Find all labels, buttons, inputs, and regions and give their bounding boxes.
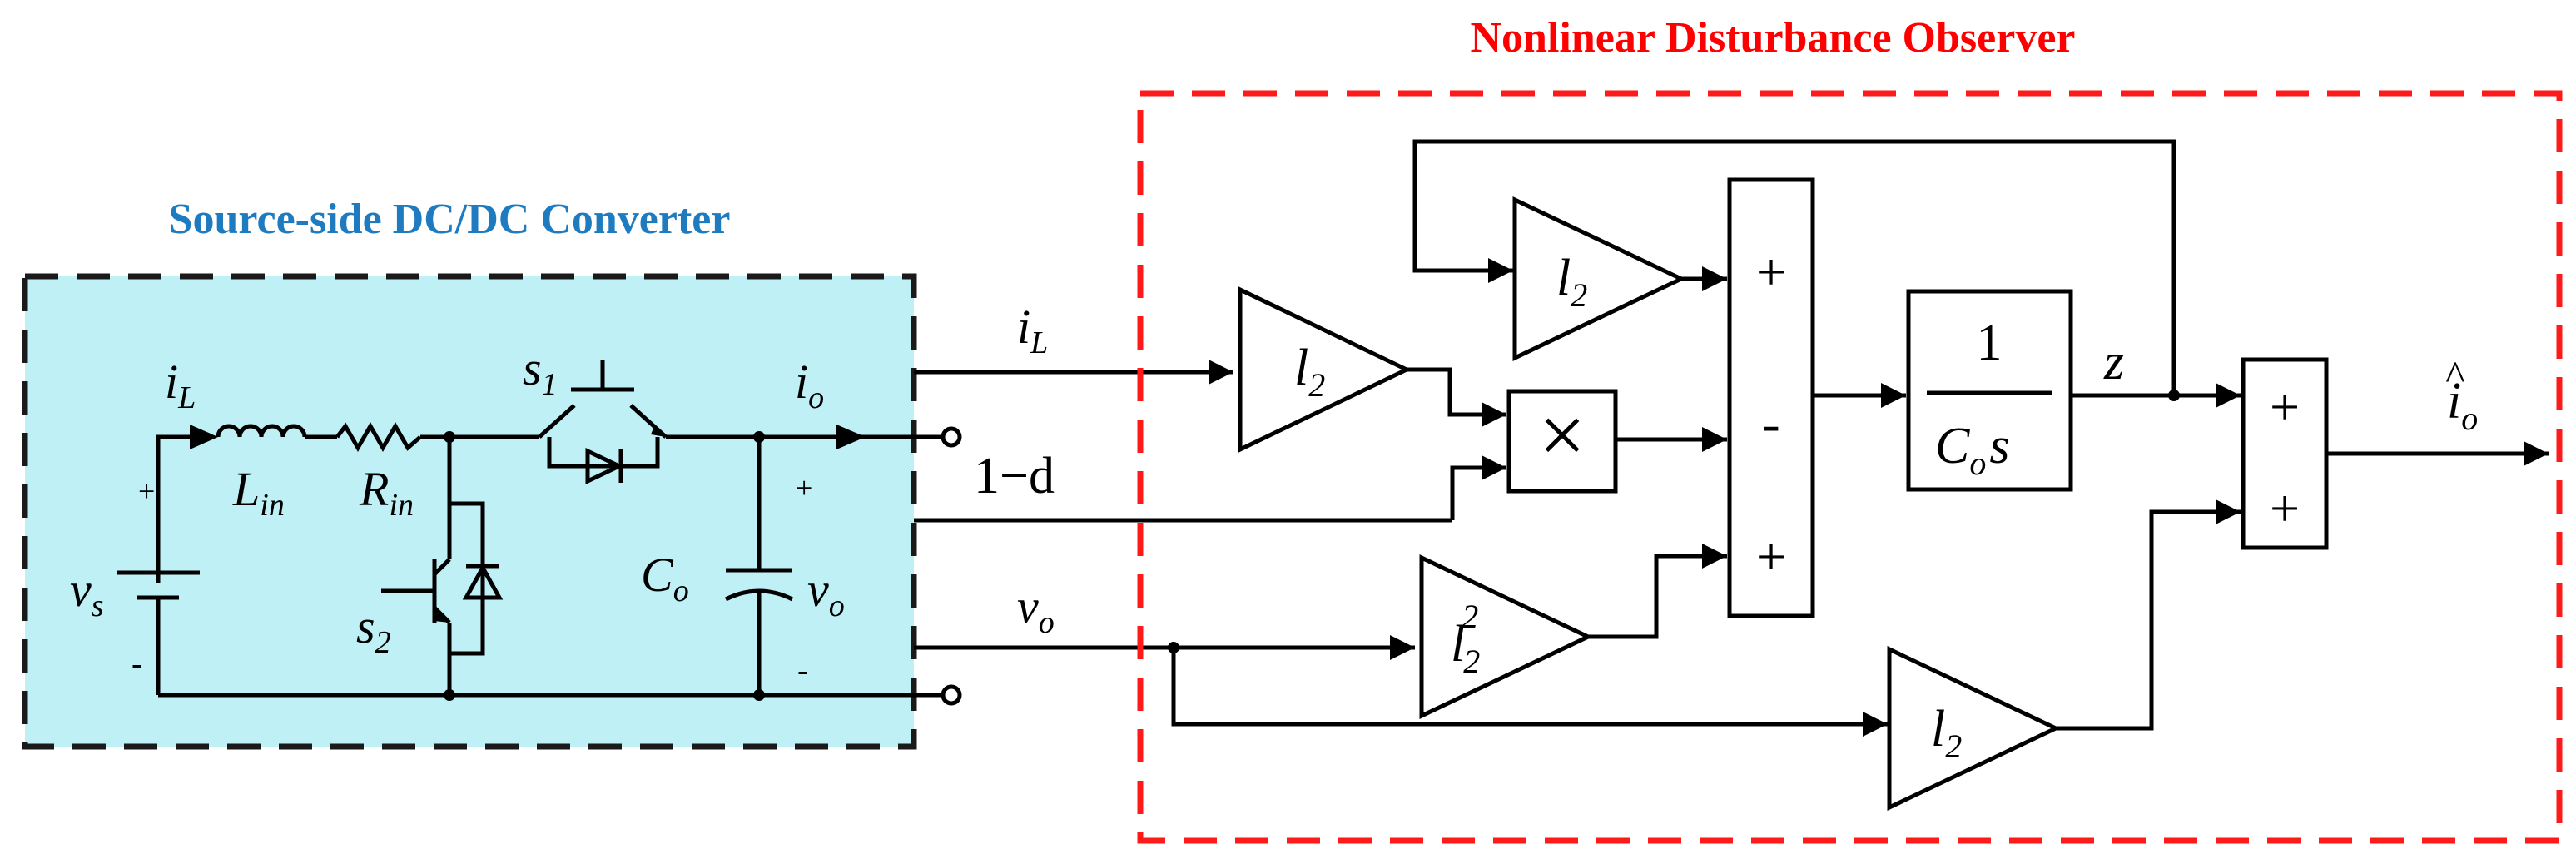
output-terminal-bottom [941, 684, 962, 706]
vs-plus: + [138, 474, 155, 508]
resistor-icon [335, 421, 422, 453]
co-label: Co [641, 548, 689, 608]
gain-block-vo [1887, 646, 2061, 811]
sum-plus-label: + [1756, 527, 1786, 586]
io-arrow-icon [836, 425, 866, 449]
sum-minus-label: - [1762, 394, 1779, 453]
rin-label: Rin [359, 462, 414, 523]
battery-icon [117, 570, 200, 612]
transfer-function-block [1906, 289, 2073, 492]
signal-vo-label: vo [1017, 579, 1055, 640]
output-label: io [2447, 373, 2478, 437]
observer-title: Nonlinear Disturbance Observer [1471, 14, 2076, 62]
observer-wiring [1171, 139, 2549, 737]
output-hat: ^ [2445, 352, 2464, 399]
s1-label: s1 [523, 341, 558, 402]
out-sum-plus-label: + [2270, 479, 2300, 538]
summing-block-output [2241, 357, 2329, 550]
il-arrow-icon [190, 425, 218, 449]
vo-minus: - [797, 651, 808, 688]
gain-block-vo-squared [1419, 554, 1593, 719]
tf-denominator: Cos [1935, 418, 2010, 482]
gain-block-feedback [1512, 196, 1686, 361]
junction-dot [444, 689, 455, 701]
gain-label: l2 [1294, 340, 1325, 404]
gain-block-il [1238, 286, 1412, 453]
io-label: io [795, 355, 824, 415]
summing-block-main [1727, 177, 1815, 618]
observer-section: Nonlinear Disturbance Observer l2 l2 l22… [1137, 14, 2563, 844]
s2-label: s2 [356, 599, 391, 660]
switch-s2-icon [381, 437, 504, 695]
capacitor-icon [724, 437, 794, 695]
sum-plus-label: + [1756, 242, 1786, 301]
tf-numerator: 1 [1977, 315, 2003, 371]
gain-label: l2 [1931, 701, 1962, 765]
converter-title: Source-side DC/DC Converter [169, 196, 731, 243]
multiplier-block [1506, 389, 1618, 494]
gain-label: l2 [1556, 250, 1587, 314]
gain-squared-label: l22 [1451, 598, 1480, 680]
converter-box [22, 273, 917, 750]
multiply-icon: × [1539, 389, 1586, 481]
vo-label: vo [807, 563, 845, 623]
signal-lines [914, 360, 1452, 660]
junction-dot [1168, 642, 1179, 653]
observer-box [1137, 90, 2563, 844]
z-label: z [2103, 334, 2124, 390]
vs-minus: - [132, 644, 142, 682]
switch-s1-icon [449, 360, 691, 484]
signal-il-label: iL [1017, 300, 1048, 360]
il-label: iL [165, 355, 196, 415]
inductor-icon [216, 424, 307, 438]
junction-dot [2168, 390, 2180, 401]
vs-label: vs [70, 563, 104, 623]
out-sum-plus-label: + [2270, 377, 2300, 436]
signal-one-minus-d-label: 1−d [974, 448, 1055, 504]
output-terminal-top [941, 426, 962, 448]
lin-label: Lin [232, 462, 285, 523]
converter-section: Source-side DC/DC Converter + - vs iL Li… [22, 196, 962, 750]
vo-plus: + [796, 471, 812, 504]
